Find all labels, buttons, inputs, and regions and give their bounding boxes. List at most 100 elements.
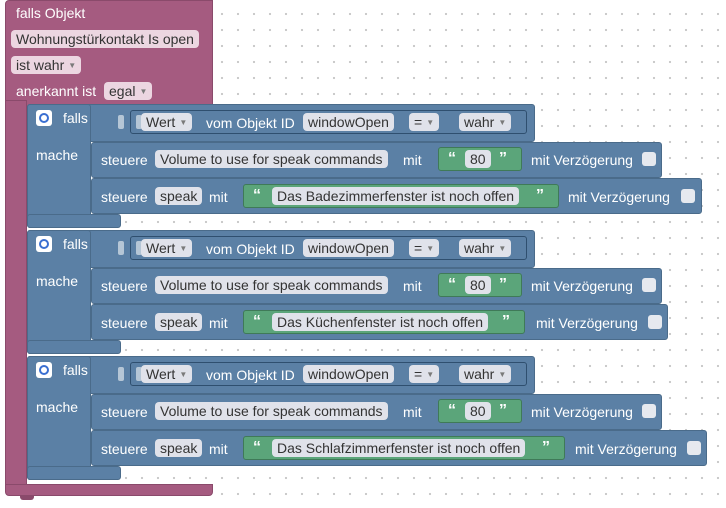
operator: = — [414, 366, 423, 382]
trigger-block-spine[interactable] — [5, 100, 27, 493]
control-target-field[interactable]: Volume to use for speak commands — [155, 276, 388, 294]
quote-icon: ” — [502, 313, 510, 330]
gear-icon[interactable] — [36, 236, 52, 252]
operator-dropdown[interactable]: =▼ — [409, 113, 440, 131]
text-block[interactable]: “ Das Küchenfenster ist noch offen ” — [243, 310, 525, 334]
text-value-field[interactable]: Das Badezimmerfenster ist noch offen — [272, 187, 520, 205]
checkbox-icon[interactable] — [642, 278, 656, 292]
dropdown-arrow-icon: ▼ — [179, 244, 188, 254]
trigger-ack-label: anerkannt ist — [16, 83, 97, 99]
dropdown-arrow-icon: ▼ — [139, 87, 148, 97]
control-target-field[interactable]: speak — [155, 313, 203, 331]
control-target-field[interactable]: Volume to use for speak commands — [155, 402, 388, 420]
if-block-footer[interactable] — [27, 466, 121, 480]
quote-icon: ” — [499, 402, 507, 419]
bool-value-dropdown[interactable]: wahr▼ — [459, 113, 512, 131]
from-object-label: vom Objekt ID — [206, 115, 295, 131]
text-block[interactable]: “ Das Badezimmerfenster ist noch offen ” — [243, 184, 559, 208]
bool-value-dropdown[interactable]: wahr▼ — [459, 239, 512, 257]
dropdown-arrow-icon: ▼ — [498, 118, 507, 128]
control-label: steuere — [101, 189, 148, 205]
trigger-bottom-notch — [20, 495, 34, 500]
control-label: steuere — [101, 404, 148, 420]
with-label: mit — [403, 278, 422, 294]
bool-value: wahr — [464, 114, 495, 130]
gear-icon[interactable] — [36, 362, 52, 378]
quote-icon: “ — [448, 276, 456, 293]
delay-label: mit Verzögerung — [531, 152, 633, 168]
with-label: mit — [209, 189, 228, 205]
checkbox-icon[interactable] — [642, 152, 656, 166]
dropdown-arrow-icon: ▼ — [68, 61, 77, 71]
quote-icon: “ — [253, 187, 261, 204]
dropdown-arrow-icon: ▼ — [426, 118, 435, 128]
trigger-block-footer[interactable] — [5, 484, 213, 496]
quote-icon: “ — [448, 150, 456, 167]
value-type: Wert — [146, 366, 176, 382]
value-type: Wert — [146, 114, 176, 130]
with-label: mit — [403, 404, 422, 420]
delay-label: mit Verzögerung — [531, 404, 633, 420]
dropdown-arrow-icon: ▼ — [179, 118, 188, 128]
operator-dropdown[interactable]: =▼ — [409, 239, 440, 257]
do-label: mache — [36, 147, 79, 163]
text-value-field[interactable]: Das Küchenfenster ist noch offen — [272, 313, 488, 331]
quote-icon: “ — [448, 402, 456, 419]
from-object-label: vom Objekt ID — [206, 367, 295, 383]
value-type-dropdown[interactable]: Wert▼ — [141, 365, 193, 383]
checkbox-icon[interactable] — [687, 441, 701, 455]
quote-icon: “ — [253, 313, 261, 330]
do-label: mache — [36, 273, 79, 289]
operator: = — [414, 240, 423, 256]
control-label: steuere — [101, 278, 148, 294]
condition-socket — [118, 241, 124, 255]
gear-icon[interactable] — [36, 110, 52, 126]
value-type-dropdown[interactable]: Wert▼ — [141, 113, 193, 131]
control-target-field[interactable]: Volume to use for speak commands — [155, 150, 388, 168]
delay-label: mit Verzögerung — [568, 189, 670, 205]
delay-label: mit Verzögerung — [575, 441, 677, 457]
if-label: falls — [63, 110, 88, 126]
text-block[interactable]: “ 80 ” — [438, 399, 522, 423]
text-value-field[interactable]: 80 — [465, 150, 491, 168]
with-label: mit — [209, 441, 228, 457]
trigger-object-field[interactable]: Wohnungstürkontakt Is open — [11, 30, 199, 48]
text-value-field[interactable]: 80 — [465, 276, 491, 294]
control-label: steuere — [101, 315, 148, 331]
if-label: falls — [63, 236, 88, 252]
dropdown-arrow-icon: ▼ — [179, 370, 188, 380]
object-id-field[interactable]: windowOpen — [303, 239, 394, 257]
trigger-ack-dropdown[interactable]: egal▼ — [104, 82, 153, 100]
if-label: falls — [63, 362, 88, 378]
text-block[interactable]: “ 80 ” — [438, 273, 522, 297]
checkbox-icon[interactable] — [681, 189, 695, 203]
text-value-field[interactable]: 80 — [465, 402, 491, 420]
do-label: mache — [36, 399, 79, 415]
checkbox-icon[interactable] — [648, 315, 662, 329]
dropdown-arrow-icon: ▼ — [498, 244, 507, 254]
trigger-condition-value: ist wahr — [16, 57, 65, 73]
value-socket — [136, 115, 142, 129]
quote-icon: ” — [542, 439, 550, 456]
trigger-ack-value: egal — [109, 83, 136, 99]
quote-icon: ” — [536, 187, 544, 204]
object-id-field[interactable]: windowOpen — [303, 113, 394, 131]
bool-value-dropdown[interactable]: wahr▼ — [459, 365, 512, 383]
if-block-footer[interactable] — [27, 340, 121, 354]
dropdown-arrow-icon: ▼ — [498, 370, 507, 380]
text-block[interactable]: “ 80 ” — [438, 147, 522, 171]
control-target-field[interactable]: speak — [155, 439, 203, 457]
object-id-field[interactable]: windowOpen — [303, 365, 394, 383]
operator: = — [414, 114, 423, 130]
checkbox-icon[interactable] — [642, 404, 656, 418]
dropdown-arrow-icon: ▼ — [426, 370, 435, 380]
if-block-footer[interactable] — [27, 214, 121, 228]
operator-dropdown[interactable]: =▼ — [409, 365, 440, 383]
trigger-condition-dropdown[interactable]: ist wahr▼ — [11, 56, 82, 74]
bool-value: wahr — [464, 366, 495, 382]
text-block[interactable]: “ Das Schlafzimmerfenster ist noch offen… — [243, 436, 565, 460]
value-socket — [136, 241, 142, 255]
text-value-field[interactable]: Das Schlafzimmerfenster ist noch offen — [272, 439, 526, 457]
value-type-dropdown[interactable]: Wert▼ — [141, 239, 193, 257]
control-target-field[interactable]: speak — [155, 187, 203, 205]
